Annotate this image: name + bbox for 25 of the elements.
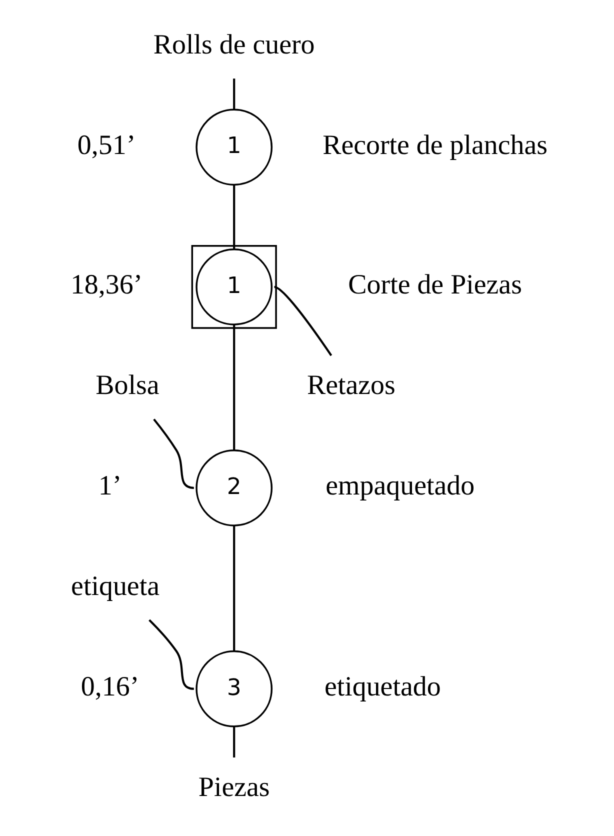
node-text: etiqueta [70,571,159,602]
node-label: 18,36’ [70,270,142,301]
connector [148,619,194,690]
node-text: Piezas [198,772,270,803]
connector [232,324,235,450]
node-label: etiquetado [324,672,440,702]
node-label: 1’ [98,470,122,502]
node-label: Recorte de planchas [322,130,548,161]
node-circle: 1 [195,248,272,326]
node-circle: 1 [195,108,272,186]
connector [232,526,235,652]
node-text: Rolls de cuero [152,29,314,60]
node-label: empaquetado [325,470,474,502]
node-label: 0,16’ [80,672,139,702]
node-label: Corte de Piezas [348,270,522,301]
connector [232,185,235,250]
node-circle: 2 [195,449,272,526]
node-text: Retazos [306,370,395,402]
connector [274,286,332,356]
node-text: Bolsa [95,370,159,402]
connector [232,726,235,758]
node-circle: 3 [195,650,272,728]
connector [232,78,235,110]
node-label: 0,51’ [76,130,136,161]
connector [152,418,194,489]
